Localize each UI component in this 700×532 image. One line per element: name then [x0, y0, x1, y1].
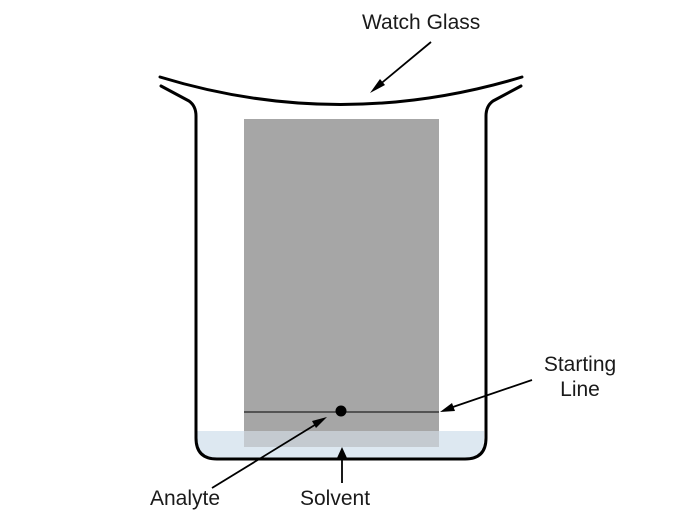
starting-line-label: Starting Line [534, 352, 626, 402]
tlc-plate-submerged [244, 431, 439, 447]
beaker [159, 84, 523, 461]
arrow-solvent [337, 447, 347, 483]
arrow-analyte [211, 417, 327, 489]
solvent-label: Solvent [300, 487, 371, 510]
tlc-plate [244, 119, 439, 447]
watch-glass-label: Watch Glass [362, 11, 481, 34]
arrow-watch-glass [370, 41, 432, 93]
watch-glass [158, 75, 524, 106]
analyte-spot [335, 405, 347, 417]
starting-line-label-line2: Line [560, 378, 600, 402]
arrow-starting-line [440, 379, 533, 412]
starting-line-label-line1: Starting [543, 353, 617, 376]
analyte-label: Analyte [150, 487, 221, 510]
